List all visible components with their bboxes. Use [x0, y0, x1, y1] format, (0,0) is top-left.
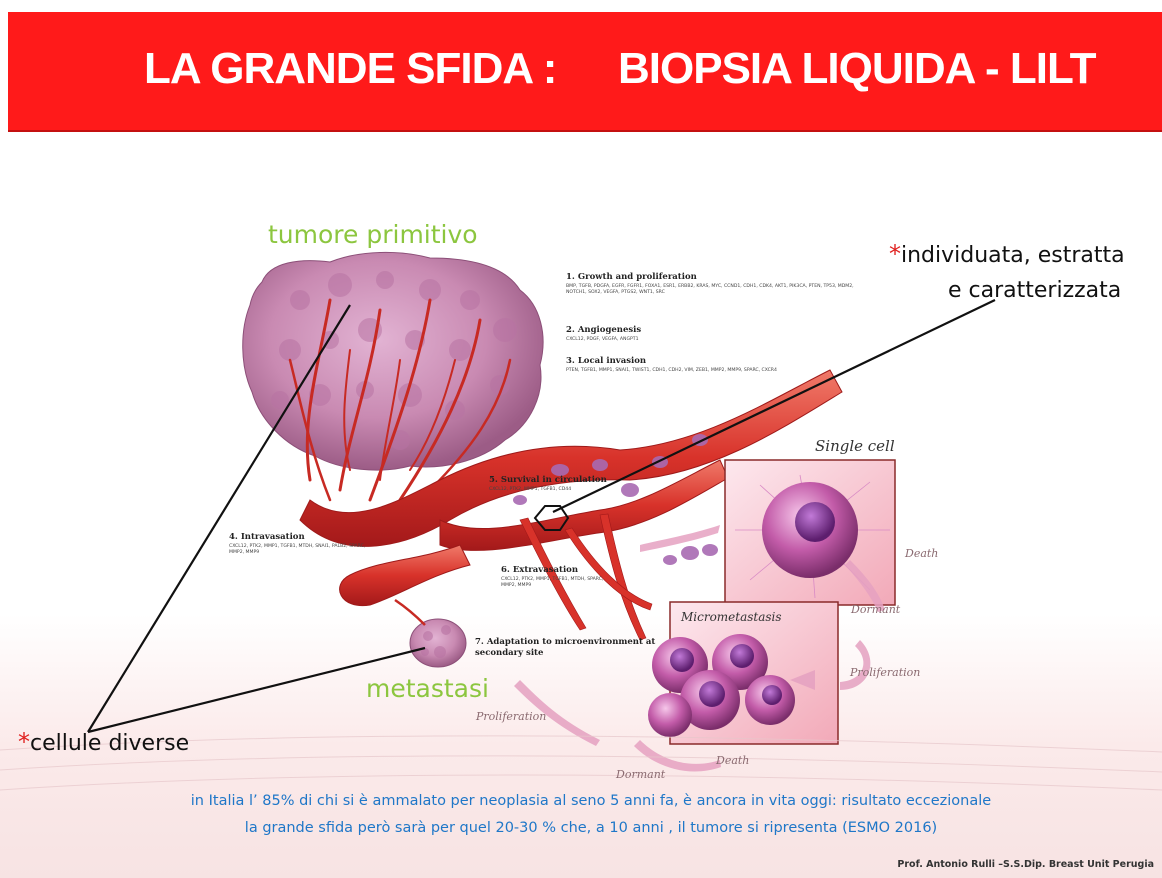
dormant-label-top: Dormant	[851, 603, 900, 616]
identified-note-text: individuata, estratta	[901, 243, 1125, 268]
proliferation-label-right: Proliferation	[850, 666, 920, 679]
footer-challenge-line: la grande sfida però sarà per quel 20-30…	[10, 820, 1162, 836]
step-6-title: 6. Extravasation	[501, 565, 578, 575]
step-5-title: 5. Survival in circulation	[489, 475, 607, 485]
different-cells-text: cellule diverse	[30, 731, 189, 756]
step-7-title: 7. Adaptation to microenvironment at sec…	[475, 637, 665, 659]
single-cell-label: Single cell	[815, 437, 895, 455]
micrometastasis-label: Micrometastasis	[681, 610, 782, 624]
step-4-detail: CXCL12, PTK2, MMP1, TGFB1, MTDH, SNAI1, …	[229, 544, 369, 556]
asterisk-marker: *	[889, 240, 901, 268]
dormant-label-bottom: Dormant	[616, 768, 665, 781]
identified-note-line1: *individuata, estratta	[889, 240, 1125, 268]
proliferation-label-left: Proliferation	[476, 710, 546, 723]
step-2-title: 2. Angiogenesis	[566, 325, 641, 335]
step-2-detail: CXCL12, PDGF, VEGFA, ANGPT1	[566, 337, 866, 343]
primary-tumor-label: tumore primitivo	[268, 220, 478, 249]
asterisk-marker: *	[18, 728, 30, 756]
metastasis-label: metastasi	[366, 674, 489, 703]
step-4-title: 4. Intravasation	[229, 532, 305, 542]
step-1-title: 1. Growth and proliferation	[566, 272, 697, 282]
identified-note-line2: e caratterizzata	[948, 278, 1121, 303]
step-6-detail: CXCL12, PTK2, MMP1, TGFB1, MTDH, SPARC, …	[501, 577, 611, 589]
step-3-detail: PTEN, TGFB1, MMP1, SNAI1, TWIST1, CDH1, …	[566, 368, 866, 374]
step-1-detail: BMP, TGFB, PDGFA, EGFR, FGFR1, FOXA1, ES…	[566, 284, 866, 296]
footer-statistic-line: in Italia l’ 85% di chi si è ammalato pe…	[10, 793, 1162, 809]
metastasis-nodule	[395, 600, 466, 667]
different-cells-note: *cellule diverse	[18, 728, 189, 756]
step-3-title: 3. Local invasion	[566, 356, 646, 366]
step-5-detail: CXCL12, PTK2, MMP1, TGFB1, CD44	[489, 487, 579, 493]
author-credit: Prof. Antonio Rulli –S.S.Dip. Breast Uni…	[897, 859, 1154, 870]
death-label-top: Death	[905, 547, 938, 560]
death-label-bottom: Death	[716, 754, 749, 767]
